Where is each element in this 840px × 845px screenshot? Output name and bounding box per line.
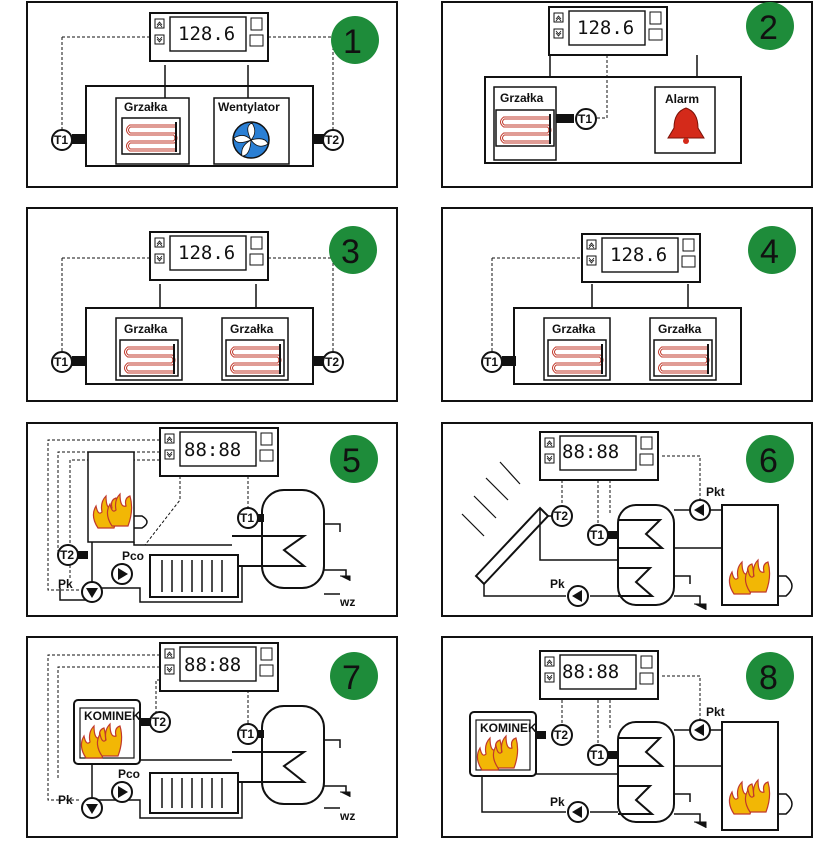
t2-label: T2 — [325, 133, 339, 147]
wz-label: wz — [339, 595, 355, 609]
heater-label: Grzałka — [500, 91, 544, 105]
t2-label: T2 — [554, 509, 568, 523]
pk-label: Pk — [550, 577, 565, 591]
t2-label: T2 — [152, 715, 166, 729]
wz-label: wz — [339, 809, 355, 823]
panel-number: 5 — [342, 442, 361, 480]
controller-display: 88:88 — [562, 661, 619, 683]
panel-5: 88:88 T1 T2 — [26, 422, 398, 617]
panel-number: 3 — [341, 233, 360, 271]
heater-label: Grzałka — [124, 100, 168, 114]
t1-label: T1 — [590, 748, 604, 762]
panel-1: 128.6 Grzałka Wentylator T1 T2 1 — [26, 1, 398, 188]
t2-label: T2 — [325, 355, 339, 369]
pco-label: Pco — [122, 549, 144, 563]
panel-number-badge — [330, 652, 378, 700]
heater-2-label: Grzałka — [230, 322, 274, 336]
panel-number: 2 — [759, 9, 778, 47]
panel-6: 88:88 T2 T1 Pk — [441, 422, 813, 617]
t1-label: T1 — [54, 355, 68, 369]
panel-number: 8 — [759, 659, 778, 697]
t2-label: T2 — [60, 548, 74, 562]
controller-display: 128.6 — [610, 244, 667, 266]
alarm-label: Alarm — [665, 92, 699, 106]
controller-display: 88:88 — [562, 441, 619, 463]
kominek-label: KOMINEK — [480, 721, 537, 735]
panel-number: 7 — [342, 659, 361, 697]
controller-display: 128.6 — [577, 17, 634, 39]
panel-4: 128.6 Grzałka Grzałka T1 4 — [441, 207, 813, 402]
controller-display: 88:88 — [184, 439, 241, 461]
panel-number-badge — [746, 652, 794, 700]
pkt-label: Pkt — [706, 485, 725, 499]
panel-number-badge — [331, 16, 379, 64]
controller-display: 128.6 — [178, 23, 235, 45]
pco-label: Pco — [118, 767, 140, 781]
pkt-label: Pkt — [706, 705, 725, 719]
panel-3: 128.6 Grzałka Grzałka T1 T2 3 — [26, 207, 398, 402]
panel-2: 128.6 Grzałka T1 Alarm 2 — [441, 1, 813, 188]
heater-1-label: Grzałka — [124, 322, 168, 336]
controller-display: 128.6 — [178, 242, 235, 264]
t1-label: T1 — [590, 528, 604, 542]
panel-number-badge — [748, 226, 796, 274]
t1-label: T1 — [240, 727, 254, 741]
fan-label: Wentylator — [218, 100, 280, 114]
t1-label: T1 — [484, 355, 498, 369]
panel-number-badge — [329, 226, 377, 274]
panel-8: 88:88 KOMINEK T2 T1 Pk — [441, 636, 813, 838]
pk-label: Pk — [550, 795, 565, 809]
panel-number: 1 — [343, 23, 362, 61]
pk-label: Pk — [58, 577, 73, 591]
panel-number-badge — [330, 435, 378, 483]
t1-label: T1 — [240, 511, 254, 525]
panel-number-badge — [746, 435, 794, 483]
t1-label: T1 — [54, 133, 68, 147]
panel-number: 6 — [759, 442, 778, 480]
t1-label: T1 — [578, 112, 592, 126]
heater-1-label: Grzałka — [552, 322, 596, 336]
kominek-label: KOMINEK — [84, 709, 141, 723]
panel-number: 4 — [760, 233, 779, 271]
t2-label: T2 — [554, 728, 568, 742]
controller-display: 88:88 — [184, 654, 241, 676]
pk-label: Pk — [58, 793, 73, 807]
panel-7: 88:88 KOMINEK T2 T1 — [26, 636, 398, 838]
heater-2-label: Grzałka — [658, 322, 702, 336]
panel-number-badge — [746, 2, 794, 50]
